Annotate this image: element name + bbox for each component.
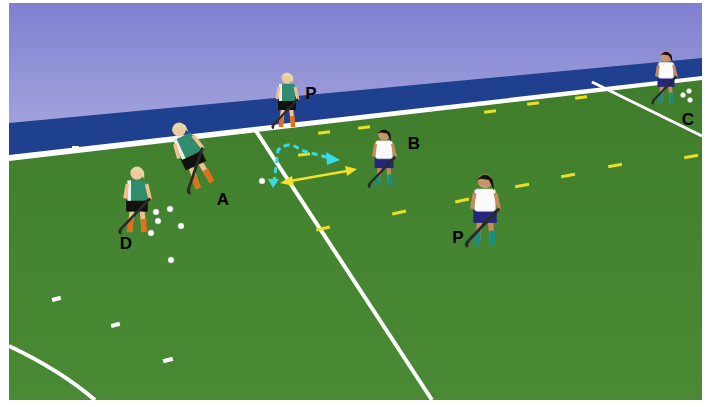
- player-c: [652, 51, 676, 104]
- circle-arc: [9, 346, 95, 400]
- sky: [9, 3, 702, 400]
- pass-head-right: [345, 166, 357, 176]
- pass-line: [290, 171, 347, 181]
- balls: [148, 89, 693, 264]
- player-letter: A: [217, 191, 229, 208]
- pass-head-left: [280, 176, 294, 186]
- player-letter: P: [305, 85, 316, 102]
- player-letter: P: [452, 229, 463, 246]
- player-letter: C: [682, 111, 694, 128]
- pitch-marks: [52, 146, 174, 363]
- centre-line: [256, 131, 432, 400]
- run-path: [274, 145, 330, 183]
- player-p-right: [466, 174, 499, 246]
- run-start: [268, 179, 279, 188]
- player-d: [120, 167, 150, 234]
- player-letter: B: [408, 135, 420, 152]
- fence-band: [9, 58, 702, 158]
- run-arrowhead: [326, 152, 340, 165]
- player-b: [369, 129, 396, 187]
- back-line: [9, 76, 702, 161]
- player-p-top: [273, 73, 298, 129]
- player-letter: D: [120, 235, 132, 252]
- player-a: [160, 117, 218, 193]
- side-line: [592, 82, 702, 136]
